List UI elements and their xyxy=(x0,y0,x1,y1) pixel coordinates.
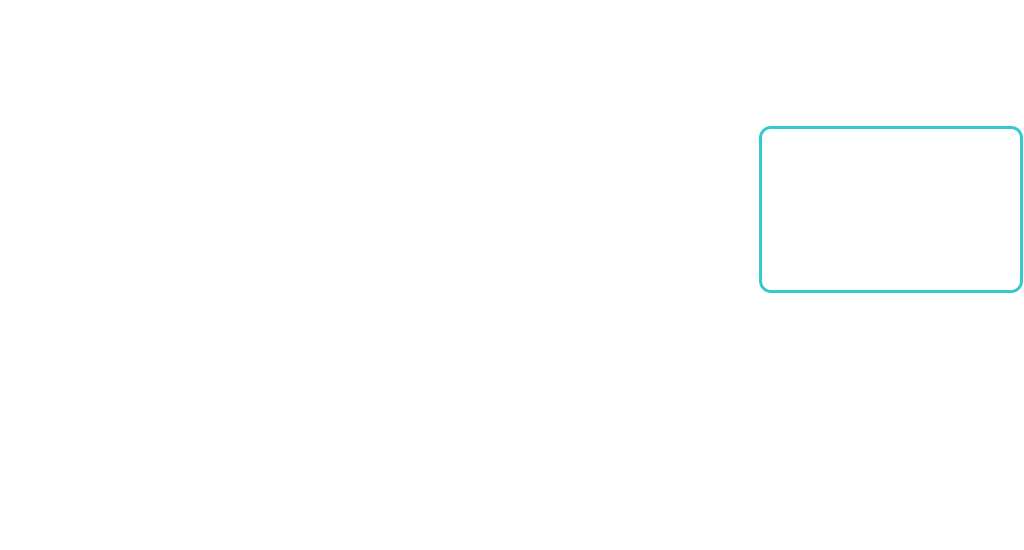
empty-outlined-frame xyxy=(759,126,1023,293)
